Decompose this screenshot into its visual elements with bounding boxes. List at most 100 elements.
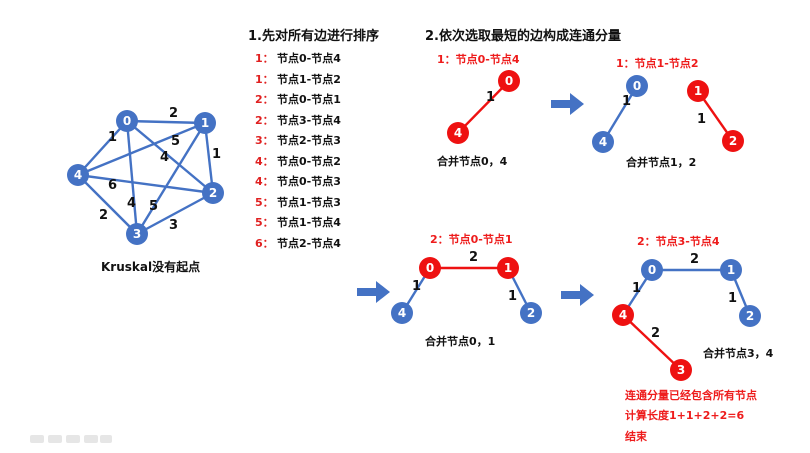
svg-text:4: 4: [599, 135, 607, 149]
panel-4-node-4: [612, 304, 634, 326]
list-item: 4：节点0-节点3: [255, 175, 341, 188]
node-2: [202, 182, 224, 204]
edge-1-2: [203, 122, 215, 194]
panel-3-label: 2：节点0-节点1: [430, 233, 513, 246]
list-item: 1：节点1-节点2: [255, 72, 341, 86]
svg-text:2: 2: [746, 309, 754, 323]
panel-4-merge: 合并节点3，4: [703, 347, 774, 360]
node-3: [126, 223, 148, 245]
edge-0-2: [126, 120, 214, 194]
panel-3-node-2: [520, 302, 542, 324]
weight-0-4: 1: [108, 130, 117, 145]
result-line-3: 结束: [625, 430, 647, 443]
panel-3-merge: 合并节点0，1: [425, 335, 496, 348]
svg-text:1: 1: [727, 263, 735, 277]
weight-2-3: 3: [169, 218, 178, 233]
edge-0-4: [77, 120, 128, 176]
weight-3-4: 2: [99, 208, 108, 223]
svg-text:0: 0: [648, 263, 656, 277]
edge-1-3: [135, 122, 207, 235]
panel-4-graph: 2 1 1 2 0 1 4 2 3: [612, 252, 761, 381]
panel-1-graph: 1 0 4: [447, 70, 520, 144]
panel-4-label: 2：节点3-节点4: [637, 235, 720, 248]
weight-1-2: 1: [212, 147, 221, 162]
weight-0-2: 4: [160, 150, 169, 165]
panel-2-weight-1-2: 1: [697, 112, 706, 127]
panel-4-node-3: [670, 359, 692, 381]
list-item: 3：节点2-节点3: [255, 134, 341, 147]
panel-4-weight-1-2: 1: [728, 291, 737, 306]
svg-text:0: 0: [505, 74, 513, 88]
main-graph-caption: Kruskal没有起点: [101, 260, 201, 274]
panel-2-graph: 1 1 0 4 1 2: [592, 75, 744, 153]
list-item: 2：节点0-节点1: [255, 93, 341, 106]
panel-2-weight-0-4: 1: [622, 94, 631, 109]
list-item: 4：节点0-节点2: [255, 154, 341, 168]
main-graph: 2 1 5 4 1 6 4 5 2 3 0 1 2 3 4: [67, 106, 224, 245]
main-graph-edges: [77, 119, 215, 236]
panel-3-node-0: [419, 257, 441, 279]
edge-0-1: [126, 119, 206, 125]
edge-1-4: [77, 121, 206, 177]
list-item: 6：节点2-节点4: [255, 236, 341, 250]
panel-4-node-0: [641, 259, 663, 281]
list-item: 2：节点3-节点4: [255, 113, 341, 127]
svg-text:2: 2: [209, 186, 217, 200]
panel-4-weight-0-1: 2: [690, 252, 699, 267]
svg-text:4: 4: [74, 168, 82, 182]
panel-2-node-0: [626, 75, 648, 97]
svg-text:4: 4: [619, 308, 627, 322]
list-item: 1：节点0-节点4: [255, 52, 341, 65]
step2-title: 2.依次选取最短的边构成连通分量: [425, 29, 621, 44]
node-4: [67, 164, 89, 186]
weight-0-1: 2: [169, 106, 178, 121]
panel-1-node-4: [447, 122, 469, 144]
svg-text:0: 0: [123, 114, 131, 128]
panel-1-merge: 合并节点0，4: [437, 155, 508, 168]
svg-text:3: 3: [677, 363, 685, 377]
panel-1-node-0: [498, 70, 520, 92]
edge-2-3: [136, 191, 214, 236]
panel-3-weight-1-2: 1: [508, 289, 517, 304]
panel-2-node-1: [687, 80, 709, 102]
panel-3-weight-0-4: 1: [412, 279, 421, 294]
list-item: 5：节点1-节点3: [255, 195, 341, 209]
panel-1-weight: 1: [486, 90, 495, 105]
arrow-icon: [561, 284, 594, 306]
svg-text:4: 4: [454, 126, 462, 140]
result-line-2: 计算长度1+1+2+2=6: [625, 409, 745, 422]
panel-3-node-4: [391, 302, 413, 324]
panel-2-node-4: [592, 131, 614, 153]
weight-1-4: 5: [149, 199, 158, 214]
result-line-1: 连通分量已经包含所有节点: [625, 389, 757, 402]
edge-0-3: [125, 120, 139, 235]
sorted-edge-list: 1：节点0-节点4 1：节点1-节点2 2：节点0-节点1 2：节点3-节点4 …: [255, 50, 341, 255]
weight-2-4: 6: [108, 178, 117, 193]
panel-1-label: 1：节点0-节点4: [437, 53, 520, 66]
panel-3-weight-0-1: 2: [469, 250, 478, 265]
panel-3-node-1: [497, 257, 519, 279]
panel-2-label: 1：节点1-节点2: [616, 57, 699, 70]
svg-text:1: 1: [201, 116, 209, 130]
edge-3-4: [77, 174, 138, 235]
arrow-icon: [357, 281, 390, 303]
panel-2-merge: 合并节点1，2: [626, 156, 697, 169]
panel-4-node-1: [720, 259, 742, 281]
node-1: [194, 112, 216, 134]
svg-text:0: 0: [633, 79, 641, 93]
svg-text:2: 2: [729, 134, 737, 148]
edge-2-4: [77, 173, 214, 195]
svg-text:0: 0: [426, 261, 434, 275]
panel-4-weight-0-4: 1: [632, 281, 641, 296]
svg-text:1: 1: [504, 261, 512, 275]
panel-4-weight-3-4: 2: [651, 326, 660, 341]
panel-4-node-2: [739, 305, 761, 327]
svg-text:3: 3: [133, 227, 141, 241]
watermark: [30, 435, 112, 443]
svg-text:4: 4: [398, 306, 406, 320]
svg-text:2: 2: [527, 306, 535, 320]
panel-2-node-2: [722, 130, 744, 152]
main-graph-weights: 2 1 5 4 1 6 4 5 2 3: [99, 106, 221, 233]
weight-1-3: 5: [171, 134, 180, 149]
